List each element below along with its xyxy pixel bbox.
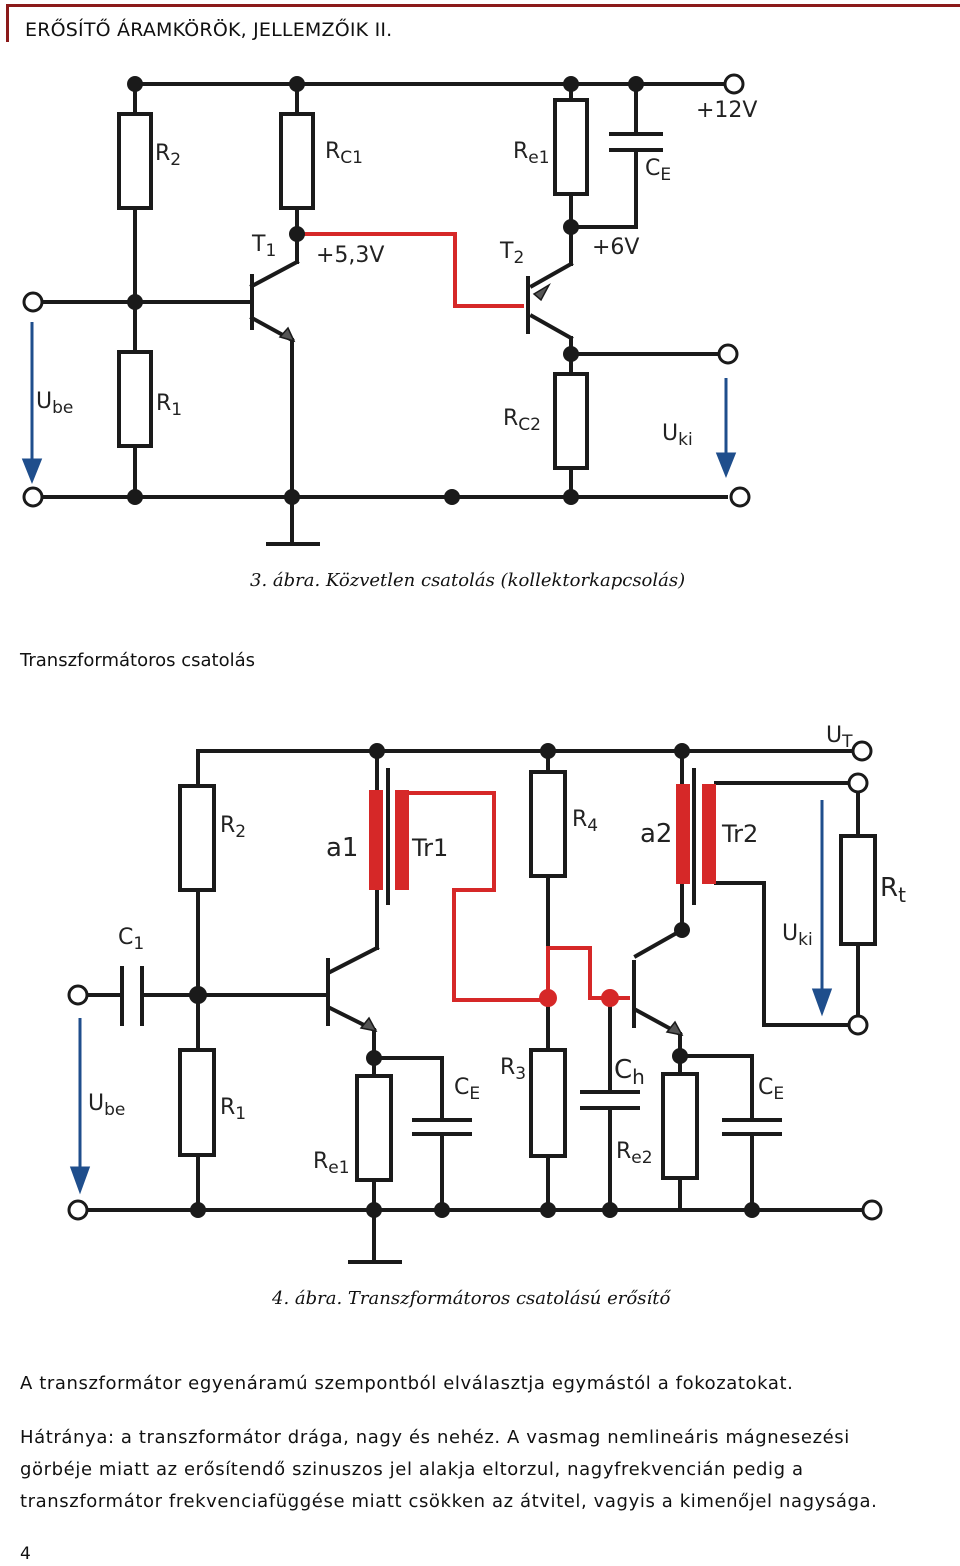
label-r1: R1: [220, 1095, 246, 1124]
label-ut: UT: [826, 723, 853, 752]
label-r2: R2: [220, 813, 246, 842]
label-supply: +12V: [696, 98, 757, 123]
label-ce1: CE: [454, 1075, 480, 1104]
label-rc1: RC1: [325, 139, 363, 168]
page-number: 4: [20, 1544, 31, 1564]
label-a1: a1: [326, 833, 358, 863]
figure-4-circuit: UT R2 a1 Tr1 R4 a2 Tr2 Rt C1 Uki Ube R1 …: [67, 723, 906, 1264]
page-header: ERŐSÍTŐ ÁRAMKÖRÖK, JELLEMZŐIK II.: [6, 4, 960, 42]
figure-4-caption: 4. ábra. Transzformátoros csatolású erős…: [272, 1288, 671, 1309]
label-t2: T2: [499, 239, 524, 268]
label-ube: Ube: [36, 389, 73, 418]
label-tr2: Tr2: [721, 820, 758, 848]
label-rt: Rt: [880, 873, 906, 907]
paragraph-2-line-2: görbéje miatt az erősítendő szinuszos je…: [20, 1459, 804, 1480]
label-t1: T1: [251, 232, 276, 261]
label-v1: +5,3V: [316, 243, 384, 268]
label-r4: R4: [572, 807, 598, 836]
label-re2: Re2: [616, 1139, 653, 1168]
label-rc2: RC2: [503, 406, 541, 435]
label-ch: Ch: [614, 1055, 645, 1089]
section-title: Transzformátoros csatolás: [20, 650, 255, 671]
label-re1: Re1: [313, 1149, 350, 1178]
label-r2: R2: [155, 141, 181, 170]
label-ce2: CE: [758, 1075, 784, 1104]
label-ube: Ube: [88, 1091, 125, 1120]
header-title: ERŐSÍTŐ ÁRAMKÖRÖK, JELLEMZŐIK II.: [25, 19, 393, 41]
figure-3-circuit: R2 RC1 Re1 CE +12V T1 +5,3V T2 +6V Ube R…: [21, 73, 757, 546]
label-r1: R1: [156, 391, 182, 420]
figure-3-caption: 3. ábra. Közvetlen csatolás (kollektorka…: [250, 570, 686, 591]
label-tr1: Tr1: [411, 834, 448, 862]
label-r3: R3: [500, 1055, 526, 1084]
paragraph-1: A transzformátor egyenáramú szempontból …: [20, 1373, 794, 1394]
label-c1: C1: [118, 925, 144, 954]
label-ce: CE: [645, 156, 671, 185]
label-re1: Re1: [513, 139, 550, 168]
label-uki: Uki: [662, 421, 693, 450]
label-a2: a2: [640, 819, 672, 849]
label-v2: +6V: [592, 235, 639, 260]
paragraph-2-line-3: transzformátor frekvenciafüggése miatt c…: [20, 1491, 878, 1512]
label-uki: Uki: [782, 921, 813, 950]
paragraph-2-line-1: Hátránya: a transzformátor drága, nagy é…: [20, 1427, 850, 1448]
